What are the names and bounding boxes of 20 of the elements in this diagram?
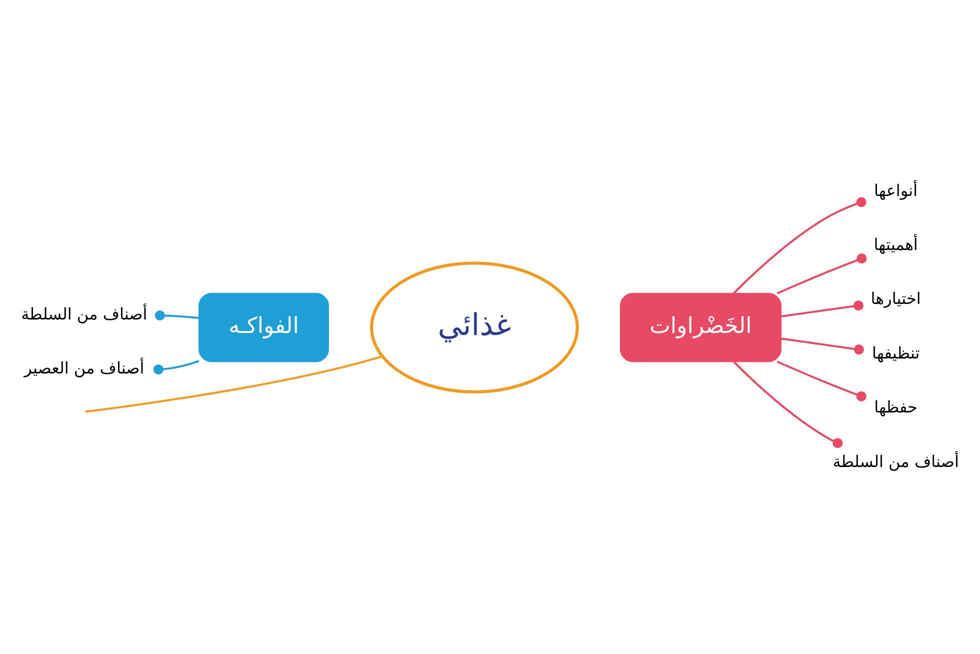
connector bbox=[776, 253, 867, 294]
node-box: الفواكـه bbox=[198, 292, 329, 362]
node-box: الخَضْراوات bbox=[620, 292, 782, 362]
connector bbox=[154, 310, 200, 320]
node-text: أصناف من السلطة bbox=[832, 451, 959, 470]
connector bbox=[732, 196, 866, 294]
connector bbox=[85, 355, 383, 412]
connector bbox=[153, 360, 200, 374]
node-text: أصناف من العصير bbox=[24, 358, 144, 377]
connector bbox=[780, 337, 864, 354]
node-text: أصناف من السلطة bbox=[21, 304, 148, 323]
connector bbox=[732, 360, 843, 448]
node-text: تنظيفها bbox=[872, 342, 920, 362]
connector bbox=[776, 360, 866, 401]
node-text: أنواعها bbox=[874, 180, 918, 200]
connector bbox=[780, 300, 864, 317]
node-text: أهميتها bbox=[874, 234, 918, 254]
node-ellipse: غذائي bbox=[370, 261, 579, 393]
node-text: حفظها bbox=[874, 397, 918, 416]
node-text: اختيارها bbox=[870, 288, 921, 308]
